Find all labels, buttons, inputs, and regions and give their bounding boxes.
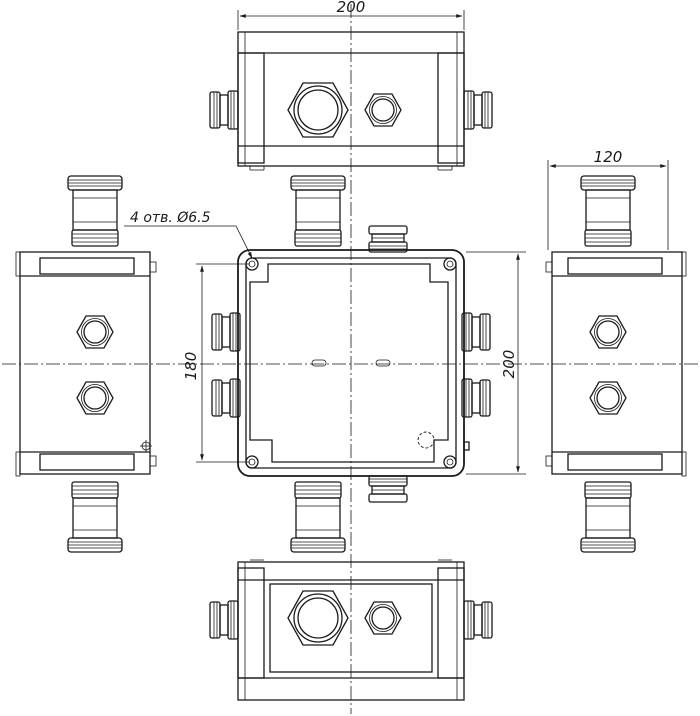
small-gland-nut-icon bbox=[364, 93, 402, 127]
dim-hole-spacing: 180 bbox=[182, 352, 200, 381]
right-gland-icon bbox=[463, 90, 493, 130]
bottom-view bbox=[209, 559, 493, 701]
left-side-view bbox=[15, 175, 157, 553]
front-left-gland-1-icon bbox=[211, 312, 241, 352]
front-top-gland-icon bbox=[290, 175, 346, 247]
left-gland-icon bbox=[209, 90, 239, 130]
right-side-view: 120 bbox=[545, 148, 687, 553]
front-left-gland-2-icon bbox=[211, 378, 241, 418]
dim-side-depth: 120 bbox=[594, 148, 623, 166]
hole-note: 4 отв. Ø6.5 bbox=[130, 210, 211, 226]
big-gland-nut-icon bbox=[287, 82, 349, 138]
front-top-small-gland-icon bbox=[368, 225, 408, 253]
dim-body-height: 200 bbox=[500, 350, 518, 379]
front-view: 180 200 4 отв. Ø6.5 bbox=[2, 4, 698, 714]
